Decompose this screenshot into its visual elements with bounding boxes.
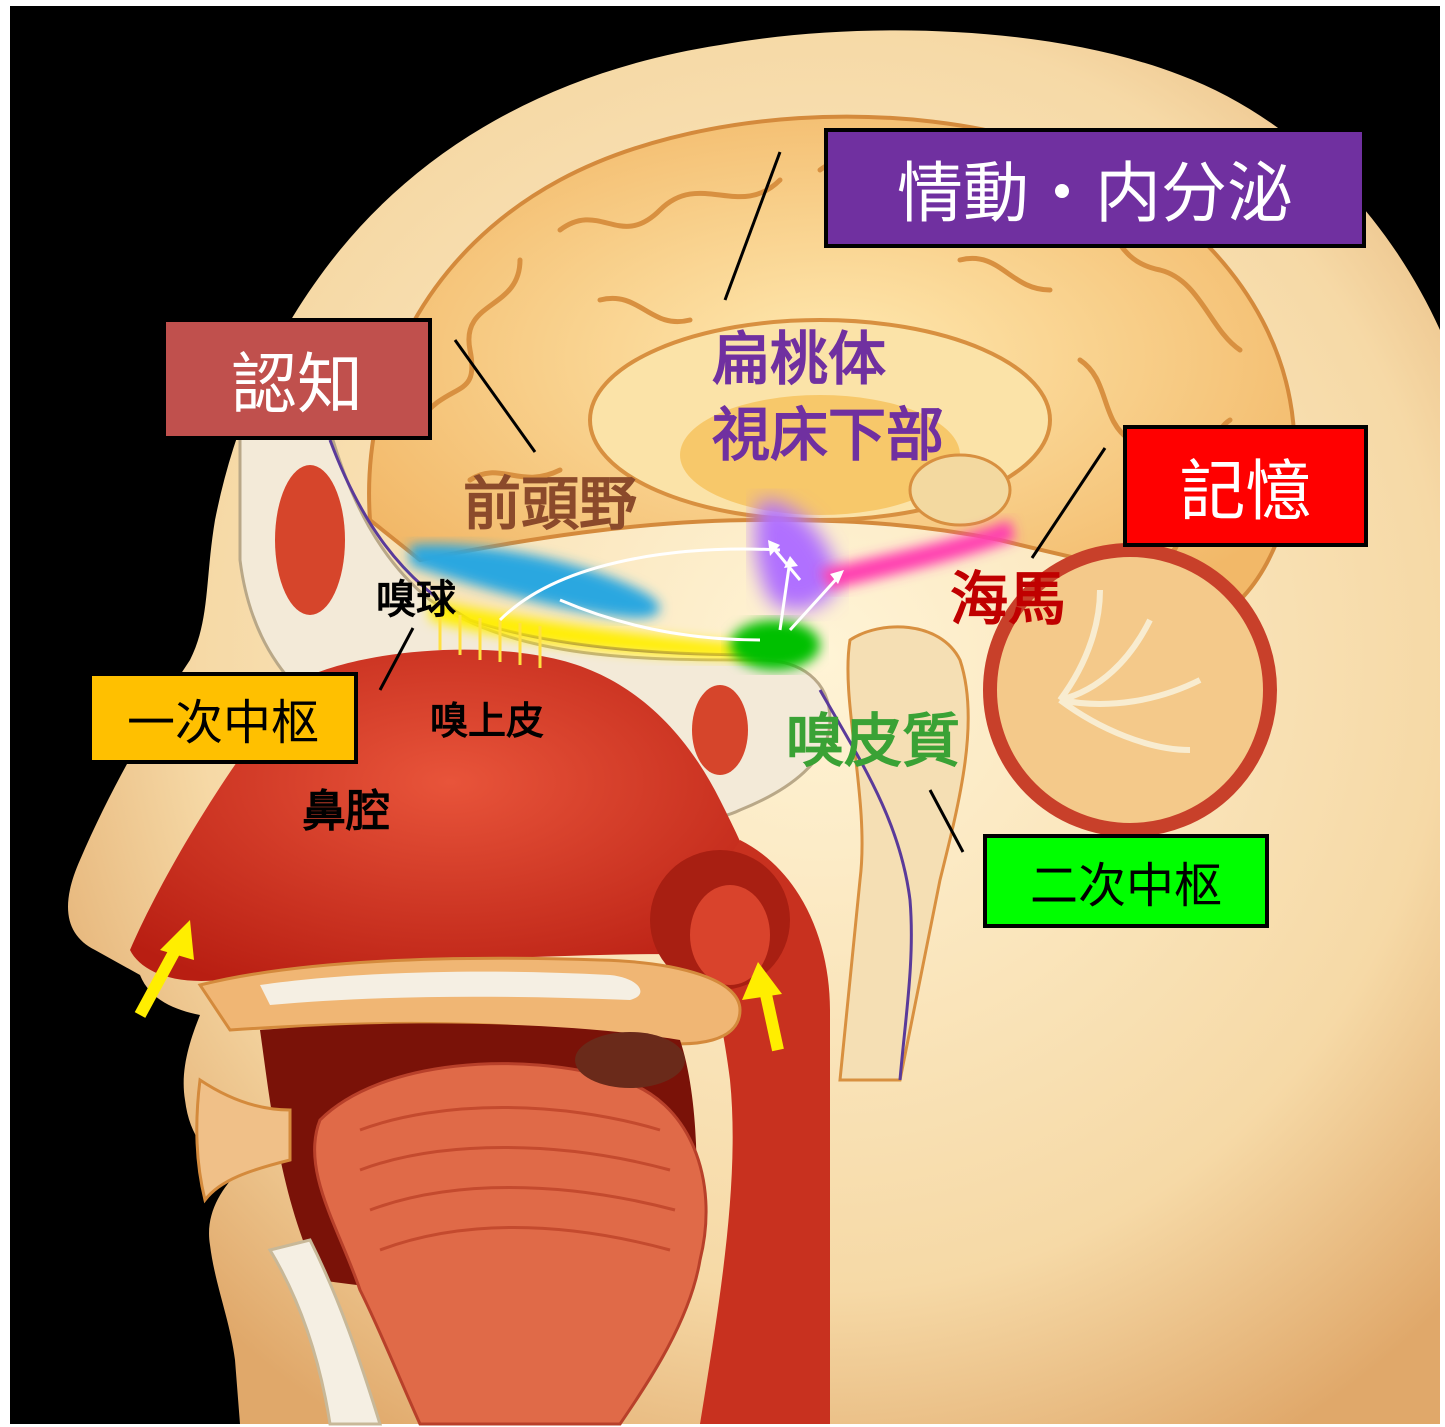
secondary-center-text: 二次中枢 <box>1030 846 1222 916</box>
olfactory-cortex-label: 嗅皮質 <box>786 712 960 770</box>
memory-box: 記憶 <box>1123 425 1368 547</box>
secondary-center-box: 二次中枢 <box>983 834 1269 928</box>
olfactory-bulb-label: 嗅球 <box>376 580 456 620</box>
nasal-cavity-label: 鼻腔 <box>302 790 390 834</box>
hypothalamus-label: 視床下部 <box>712 406 944 464</box>
primary-center-box: 一次中枢 <box>88 672 358 764</box>
frontal-sinus <box>275 465 345 615</box>
hippocampus-label: 海馬 <box>950 570 1066 628</box>
uvula-tonsil <box>575 1032 685 1088</box>
olfactory-cortex-highlight <box>730 620 820 670</box>
memory-text: 記憶 <box>1180 438 1312 534</box>
prefrontal-label: 前頭野 <box>463 475 637 533</box>
emotion-endocrine-box: 情動・内分泌 <box>824 128 1366 248</box>
amygdala-label: 扁桃体 <box>712 330 886 388</box>
cognition-box: 認知 <box>162 318 432 440</box>
primary-center-text: 一次中枢 <box>127 683 319 753</box>
olfactory-epithelium-label: 嗅上皮 <box>430 702 544 740</box>
sphenoid-sinus <box>692 685 748 775</box>
cognition-text: 認知 <box>231 331 363 427</box>
emotion-endocrine-text: 情動・内分泌 <box>897 140 1293 236</box>
